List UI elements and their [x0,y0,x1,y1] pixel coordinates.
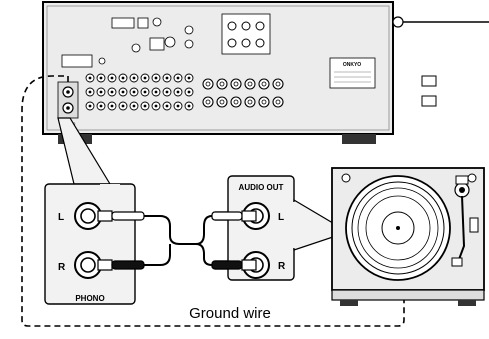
rca-jack-pin [176,104,180,108]
audio-out-title: AUDIO OUT [239,183,284,192]
rca-jack-pin [121,90,125,94]
audio-out-inset: AUDIO OUT L R [211,175,350,281]
phono-right-label: R [58,262,66,273]
ac-outlet-2 [421,95,437,107]
rca-jack-pin [154,76,158,80]
rca-jack-pin [165,90,169,94]
speaker-terminal-center [219,99,225,105]
speaker-terminal-center [205,81,211,87]
phono-left-label: L [58,212,64,223]
plug-phono-right [97,259,113,271]
speaker-terminal-center [247,99,253,105]
speaker-terminal-center [205,99,211,105]
turntable [331,167,485,306]
rca-jack-pin [88,90,92,94]
phono-inset: L R PHONO [44,117,136,305]
receiver-rear-panel: ONKYO PHONO [42,1,489,144]
rca-jack-pin [110,76,114,80]
rca-jack-pin [187,104,191,108]
ac-outlet-1 [421,75,437,87]
rca-jack-pin [132,104,136,108]
rca-jack-pin [187,76,191,80]
plug-phono-left [97,210,113,222]
audio-out-left-label: L [278,212,284,223]
speaker-terminals-upper [221,13,271,55]
rca-jack-pin [154,104,158,108]
speaker-terminal-center [233,81,239,87]
rca-jack-pin [176,76,180,80]
rca-jack-pin [165,76,169,80]
rca-jack-pin [110,90,114,94]
rca-jack-pin [121,76,125,80]
ground-wire-label: Ground wire [189,305,271,322]
tonearm [457,195,466,263]
speaker-terminal-center [275,99,281,105]
speaker-terminal-center [275,81,281,87]
speaker-terminals-lower [202,78,284,108]
rca-jack-pin [99,90,103,94]
rca-jack-pin [143,104,147,108]
model-plate [329,57,376,89]
rca-jack-pin [121,104,125,108]
audio-out-right-label: R [278,261,286,272]
rca-jack-rows [85,73,194,111]
rca-jack-pin [132,90,136,94]
ground-wire [21,75,405,327]
cable-black [195,243,213,266]
speaker-terminal-center [219,81,225,87]
phono-inset-title: PHONO [75,294,104,303]
rca-jack-pin [154,90,158,94]
power-cord-outlet [392,16,404,28]
brand-text: ONKYO [343,62,361,68]
rca-jack-pin [99,76,103,80]
speaker-terminal-center [247,81,253,87]
rca-jack-pin [187,90,191,94]
rca-jack-pin [165,104,169,108]
speaker-terminal-center [261,99,267,105]
rca-jack-pin [132,76,136,80]
speaker-terminal-center [261,81,267,87]
rca-jack-pin [110,104,114,108]
rca-jack-pin [99,104,103,108]
rca-jack-pin [176,90,180,94]
cable-white [144,215,196,245]
phono-inset-box [44,183,136,305]
rca-jack-pin [143,76,147,80]
rca-jack-pin [88,76,92,80]
rca-jack-pin [143,90,147,94]
speaker-terminal-center [233,99,239,105]
receiver-foot-right [342,134,376,144]
rca-jack-pin [88,104,92,108]
